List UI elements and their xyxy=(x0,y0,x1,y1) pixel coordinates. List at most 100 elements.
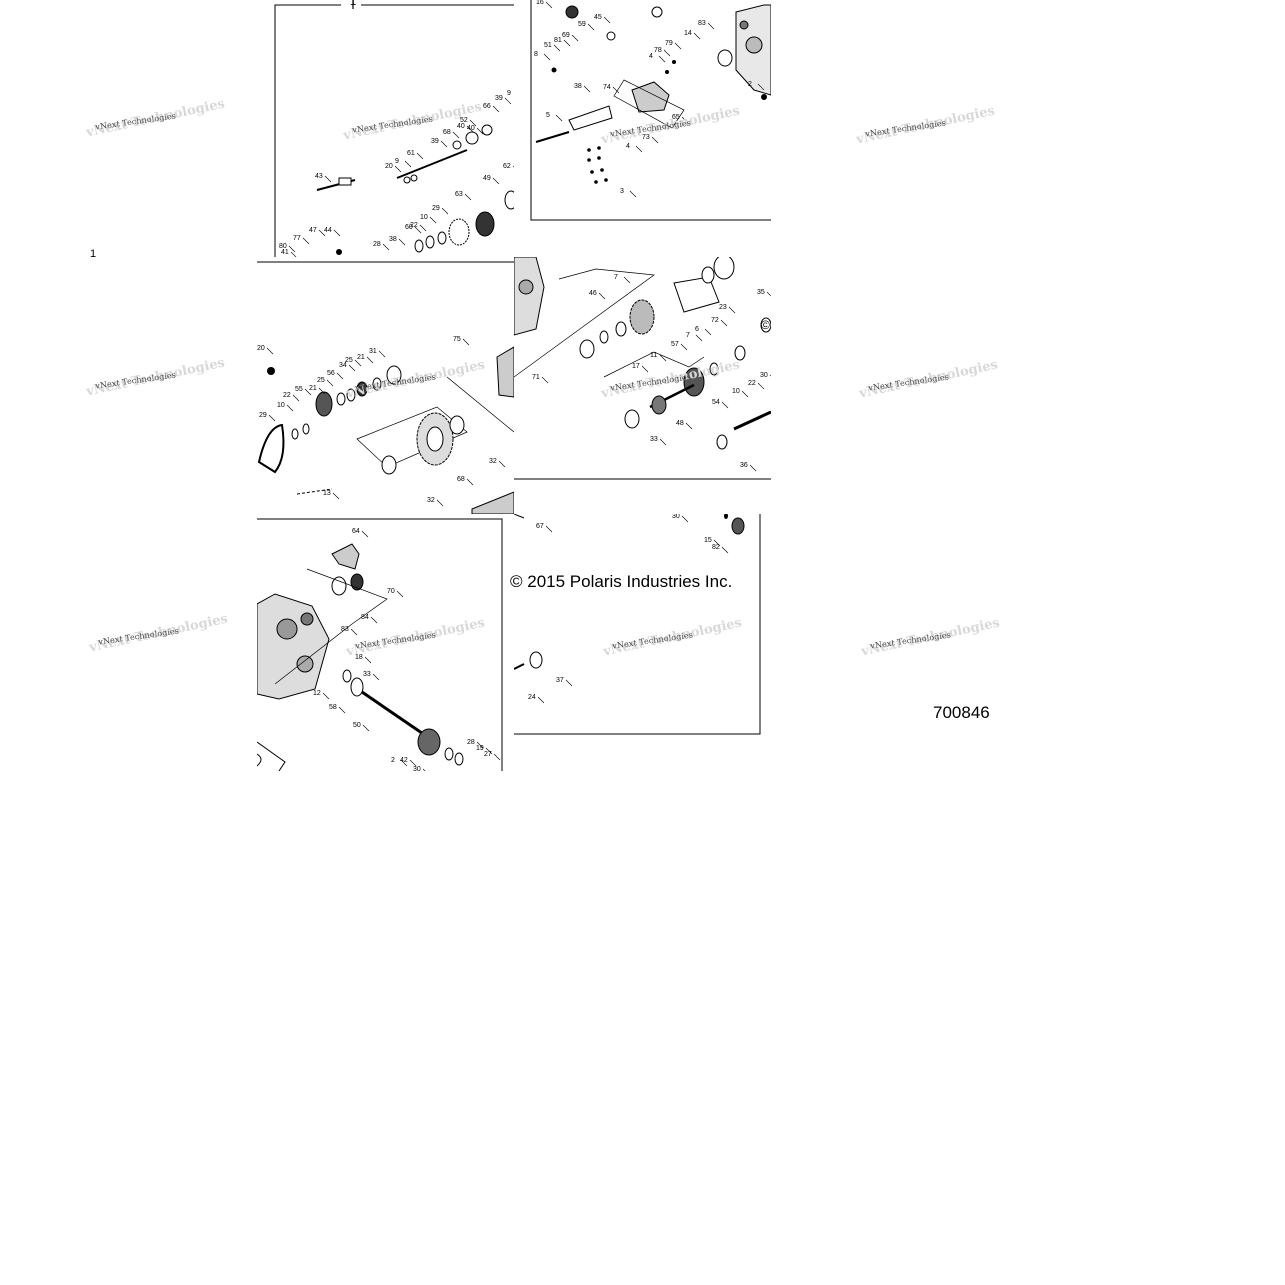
callout-leader-line xyxy=(641,365,649,373)
callout-leader-line xyxy=(476,127,484,135)
callout-number: 68 xyxy=(443,129,451,136)
callout-leader-line xyxy=(394,165,402,173)
callout-number: 80 xyxy=(279,243,287,250)
callout-number: 2 xyxy=(391,757,395,764)
callout-leader-line xyxy=(304,388,312,396)
callout-number: 40 xyxy=(467,125,475,132)
callout-leader-line xyxy=(318,229,326,237)
callout-leader-line xyxy=(545,525,553,533)
callout-leader-line xyxy=(603,16,611,24)
callout-number: 56 xyxy=(327,370,335,377)
callout-number: 84 xyxy=(361,614,369,621)
callout-leader-line xyxy=(366,356,374,364)
callout-leader-line xyxy=(659,354,667,362)
callout-leader-line xyxy=(721,401,729,409)
diagram-reference-number: 700846 xyxy=(933,703,990,722)
callout-leader-line xyxy=(398,238,406,246)
callout-leader-line xyxy=(266,347,274,355)
callout-number: 58 xyxy=(329,704,337,711)
callout-number: 60 xyxy=(405,224,413,231)
callout-leader-line xyxy=(587,23,595,31)
tile-top-left: 1 xyxy=(0,0,257,257)
callout-leader-line xyxy=(693,32,701,40)
callout-number: 20 xyxy=(385,163,393,170)
callout-number: 42 xyxy=(400,757,408,764)
callout-number: 7 xyxy=(686,332,690,339)
callout-leader-line xyxy=(436,499,444,507)
callout-leader-line xyxy=(416,152,424,160)
callout-leader-line xyxy=(658,55,666,63)
callout-number: 30 xyxy=(413,766,421,771)
callout-leader-line xyxy=(370,616,378,624)
callout-number: 32 xyxy=(489,458,497,465)
callout-number: 55 xyxy=(295,386,303,393)
callout-number: 39 xyxy=(495,95,503,102)
copyright-notice: © 2015 Polaris Industries Inc. xyxy=(510,572,733,591)
callout-leader-line xyxy=(466,125,474,133)
callout-number: 57 xyxy=(671,341,679,348)
callout-number: 83 xyxy=(698,20,706,27)
callout-leader-line xyxy=(485,747,493,755)
callout-leader-line xyxy=(362,724,370,732)
callout-number: 54 xyxy=(712,399,720,406)
callout-number: 73 xyxy=(642,134,650,141)
callout-leader-line xyxy=(466,478,474,486)
callout-leader-line xyxy=(674,42,682,50)
callout-number: 82 xyxy=(712,544,720,551)
callout-number: 35 xyxy=(757,289,765,296)
callout-leader-line xyxy=(286,404,294,412)
callout-number: 44 xyxy=(324,227,332,234)
callout-number: 79 xyxy=(665,40,673,47)
callout-leader-line xyxy=(623,276,631,284)
callout-leader-line xyxy=(685,422,693,430)
callout-leader-line xyxy=(318,387,326,395)
callout-leader-line xyxy=(704,328,712,336)
callout-number: 63 xyxy=(455,191,463,198)
callout-leader-line xyxy=(378,350,386,358)
callout-number: 21 xyxy=(309,385,317,392)
callout-leader-line xyxy=(663,49,671,57)
callout-leader-line xyxy=(332,492,340,500)
callout-leader-line xyxy=(537,696,545,704)
callout-leader-line xyxy=(680,343,688,351)
callout-leader-line xyxy=(364,656,372,664)
callout-leader-line xyxy=(504,97,512,105)
callout-number: 4 xyxy=(649,53,653,60)
callout-leader-line xyxy=(354,359,362,367)
callout-leader-line xyxy=(741,390,749,398)
callout-number: 20 xyxy=(257,345,265,352)
callout-leader-line xyxy=(757,83,765,91)
callout-number: 23 xyxy=(719,304,727,311)
callout-number: 83 xyxy=(341,626,349,633)
callout-leader-line xyxy=(404,160,412,168)
callout-leader-line xyxy=(598,292,606,300)
callout-leader-line xyxy=(635,145,643,153)
callout-number: 8 xyxy=(534,51,538,58)
callout-leader-line xyxy=(348,364,356,372)
callout-number: 10 xyxy=(420,214,428,221)
callout-number: 5 xyxy=(546,112,550,119)
callout-number: 41 xyxy=(281,249,289,256)
callout-leader-line xyxy=(288,245,296,253)
callout-number: 7 xyxy=(614,274,618,281)
callout-number: 14 xyxy=(684,30,692,37)
tile-mid-edge xyxy=(1028,257,1285,514)
callout-number: 45 xyxy=(594,14,602,21)
callout-leader-line xyxy=(400,759,408,767)
tile-mid-far-left xyxy=(0,257,257,514)
callout-leader-line xyxy=(553,44,561,52)
callout-leader-line xyxy=(571,34,579,42)
callout-leader-line xyxy=(409,759,417,767)
callout-leader-line xyxy=(464,193,472,201)
callout-leader-line xyxy=(681,116,689,124)
tile-low-far-left xyxy=(0,514,257,771)
callout-number: 10 xyxy=(277,402,285,409)
